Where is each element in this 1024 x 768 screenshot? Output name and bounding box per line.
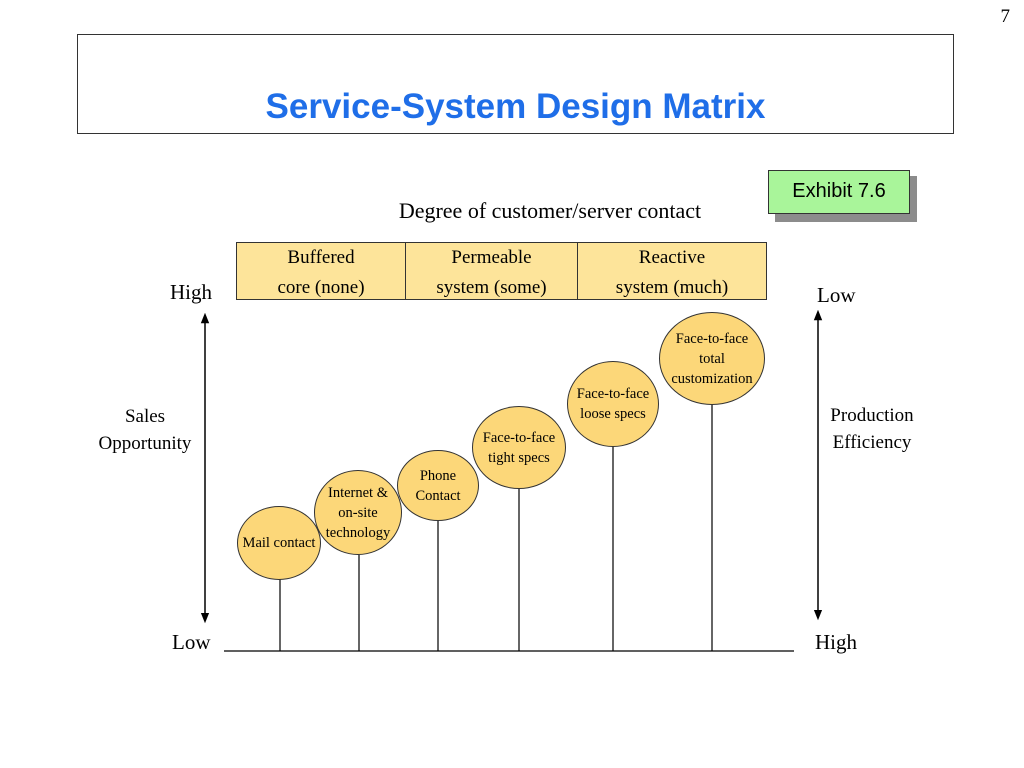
- item-face-to-face-loose-specs: Face-to-face loose specs: [567, 361, 659, 447]
- slide-number: 7: [1000, 6, 1011, 27]
- item-phone-contact: Phone Contact: [397, 450, 479, 521]
- right-axis-label: Production Efficiency: [812, 402, 932, 456]
- page-title: Service-System Design Matrix: [265, 87, 766, 126]
- item-label: Face-to-face tight specs: [482, 429, 556, 466]
- left-axis-top-label: High: [170, 280, 212, 304]
- category-reactive-system: Reactive system (much): [578, 242, 767, 300]
- category-line-1: Buffered: [287, 247, 355, 268]
- item-face-to-face-tight-specs: Face-to-face tight specs: [472, 406, 566, 489]
- right-axis-label-line-1: Production: [830, 405, 914, 426]
- item-label: Phone Contact: [415, 467, 461, 504]
- exhibit-badge: Exhibit 7.6: [768, 170, 910, 214]
- item-label: Face-to-face loose specs: [576, 386, 650, 422]
- category-buffered-core: Buffered core (none): [236, 242, 406, 300]
- category-line-1: Permeable: [451, 247, 532, 268]
- item-face-to-face-total-customization: Face-to-face total customization: [659, 312, 765, 405]
- category-line-2: system (much): [615, 277, 729, 298]
- item-label: Face-to-face total customization: [671, 330, 753, 387]
- category-line-2: system (some): [436, 277, 547, 298]
- item-internet-onsite-technology: Internet & on-site technology: [314, 470, 402, 555]
- left-axis-label: Sales Opportunity: [84, 403, 206, 457]
- right-axis-label-line-2: Efficiency: [832, 432, 912, 453]
- right-axis-top-label: Low: [817, 283, 856, 307]
- left-axis-label-line-2: Opportunity: [98, 433, 192, 454]
- category-line-1: Reactive: [638, 247, 706, 268]
- item-label: Internet & on-site technology: [325, 484, 391, 541]
- left-axis-label-line-1: Sales: [124, 406, 166, 427]
- category-permeable-system: Permeable system (some): [406, 242, 578, 300]
- right-axis-bottom-label: High: [815, 630, 857, 654]
- title-box: Service-System Design Matrix: [77, 34, 954, 134]
- item-mail-contact: Mail contact: [237, 506, 321, 580]
- category-line-2: core (none): [277, 277, 365, 298]
- item-label: Mail contact: [242, 535, 316, 551]
- contact-degree-header: Degree of customer/server contact: [398, 198, 702, 223]
- left-axis-bottom-label: Low: [172, 630, 211, 654]
